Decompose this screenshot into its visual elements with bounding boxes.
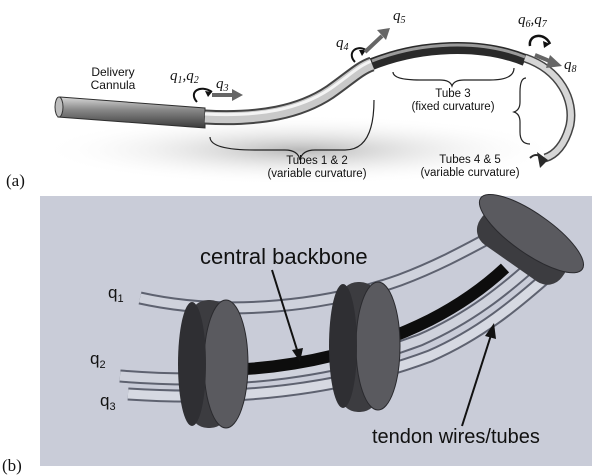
q67-arrow bbox=[528, 34, 552, 48]
q8-label: q8 bbox=[564, 57, 577, 75]
q3-arrow bbox=[212, 89, 243, 101]
delivery-cannula bbox=[54, 96, 206, 129]
tube3-label: Tube 3(fixed curvature) bbox=[411, 88, 494, 113]
disk-2 bbox=[329, 281, 401, 412]
backbone-pointer-head bbox=[292, 348, 303, 362]
q67-label: q6,q7 bbox=[518, 12, 548, 30]
q12-label: q1,q2 bbox=[170, 68, 199, 86]
disk-1 bbox=[178, 299, 249, 429]
backbone-pointer bbox=[271, 269, 299, 354]
disk-3 bbox=[476, 193, 585, 285]
tube3-highlight bbox=[371, 43, 526, 63]
tube3 bbox=[369, 42, 528, 70]
brace-tubes12 bbox=[209, 99, 375, 161]
tendon-pointer bbox=[461, 331, 493, 427]
panel-b: central backbone tendon wires/tubes q1 q… bbox=[0, 190, 600, 475]
q5-label: q5 bbox=[393, 8, 406, 26]
shadow bbox=[40, 115, 560, 185]
central-backbone-rod bbox=[224, 263, 510, 376]
tubes12-label: Tubes 1 & 2(variable curvature) bbox=[267, 155, 366, 180]
q4-arrow bbox=[350, 47, 367, 63]
brace-tubes45 bbox=[512, 77, 531, 145]
tubes12-highlight bbox=[204, 59, 373, 117]
tendon-label: tendon wires/tubes bbox=[372, 426, 540, 448]
central-backbone-label: central backbone bbox=[200, 244, 368, 269]
q12-arrow bbox=[192, 87, 213, 103]
brace-tube3 bbox=[392, 67, 515, 88]
tubes45-label: Tubes 4 & 5(variable curvature) bbox=[420, 154, 519, 179]
tendon-pointer-head bbox=[485, 323, 496, 339]
q4-label: q4 bbox=[336, 35, 349, 53]
q5-arrow bbox=[363, 28, 390, 54]
q3-label: q3 bbox=[216, 76, 229, 94]
tubes45 bbox=[523, 55, 574, 161]
panel-a-label: (a) bbox=[6, 171, 25, 190]
gripper-tip bbox=[529, 152, 548, 168]
tubes12 bbox=[204, 58, 375, 124]
q8-arrow bbox=[534, 53, 562, 68]
panel-b-svg: central backbone tendon wires/tubes q1 q… bbox=[2, 193, 592, 475]
panel-b-label: (b) bbox=[2, 456, 22, 475]
